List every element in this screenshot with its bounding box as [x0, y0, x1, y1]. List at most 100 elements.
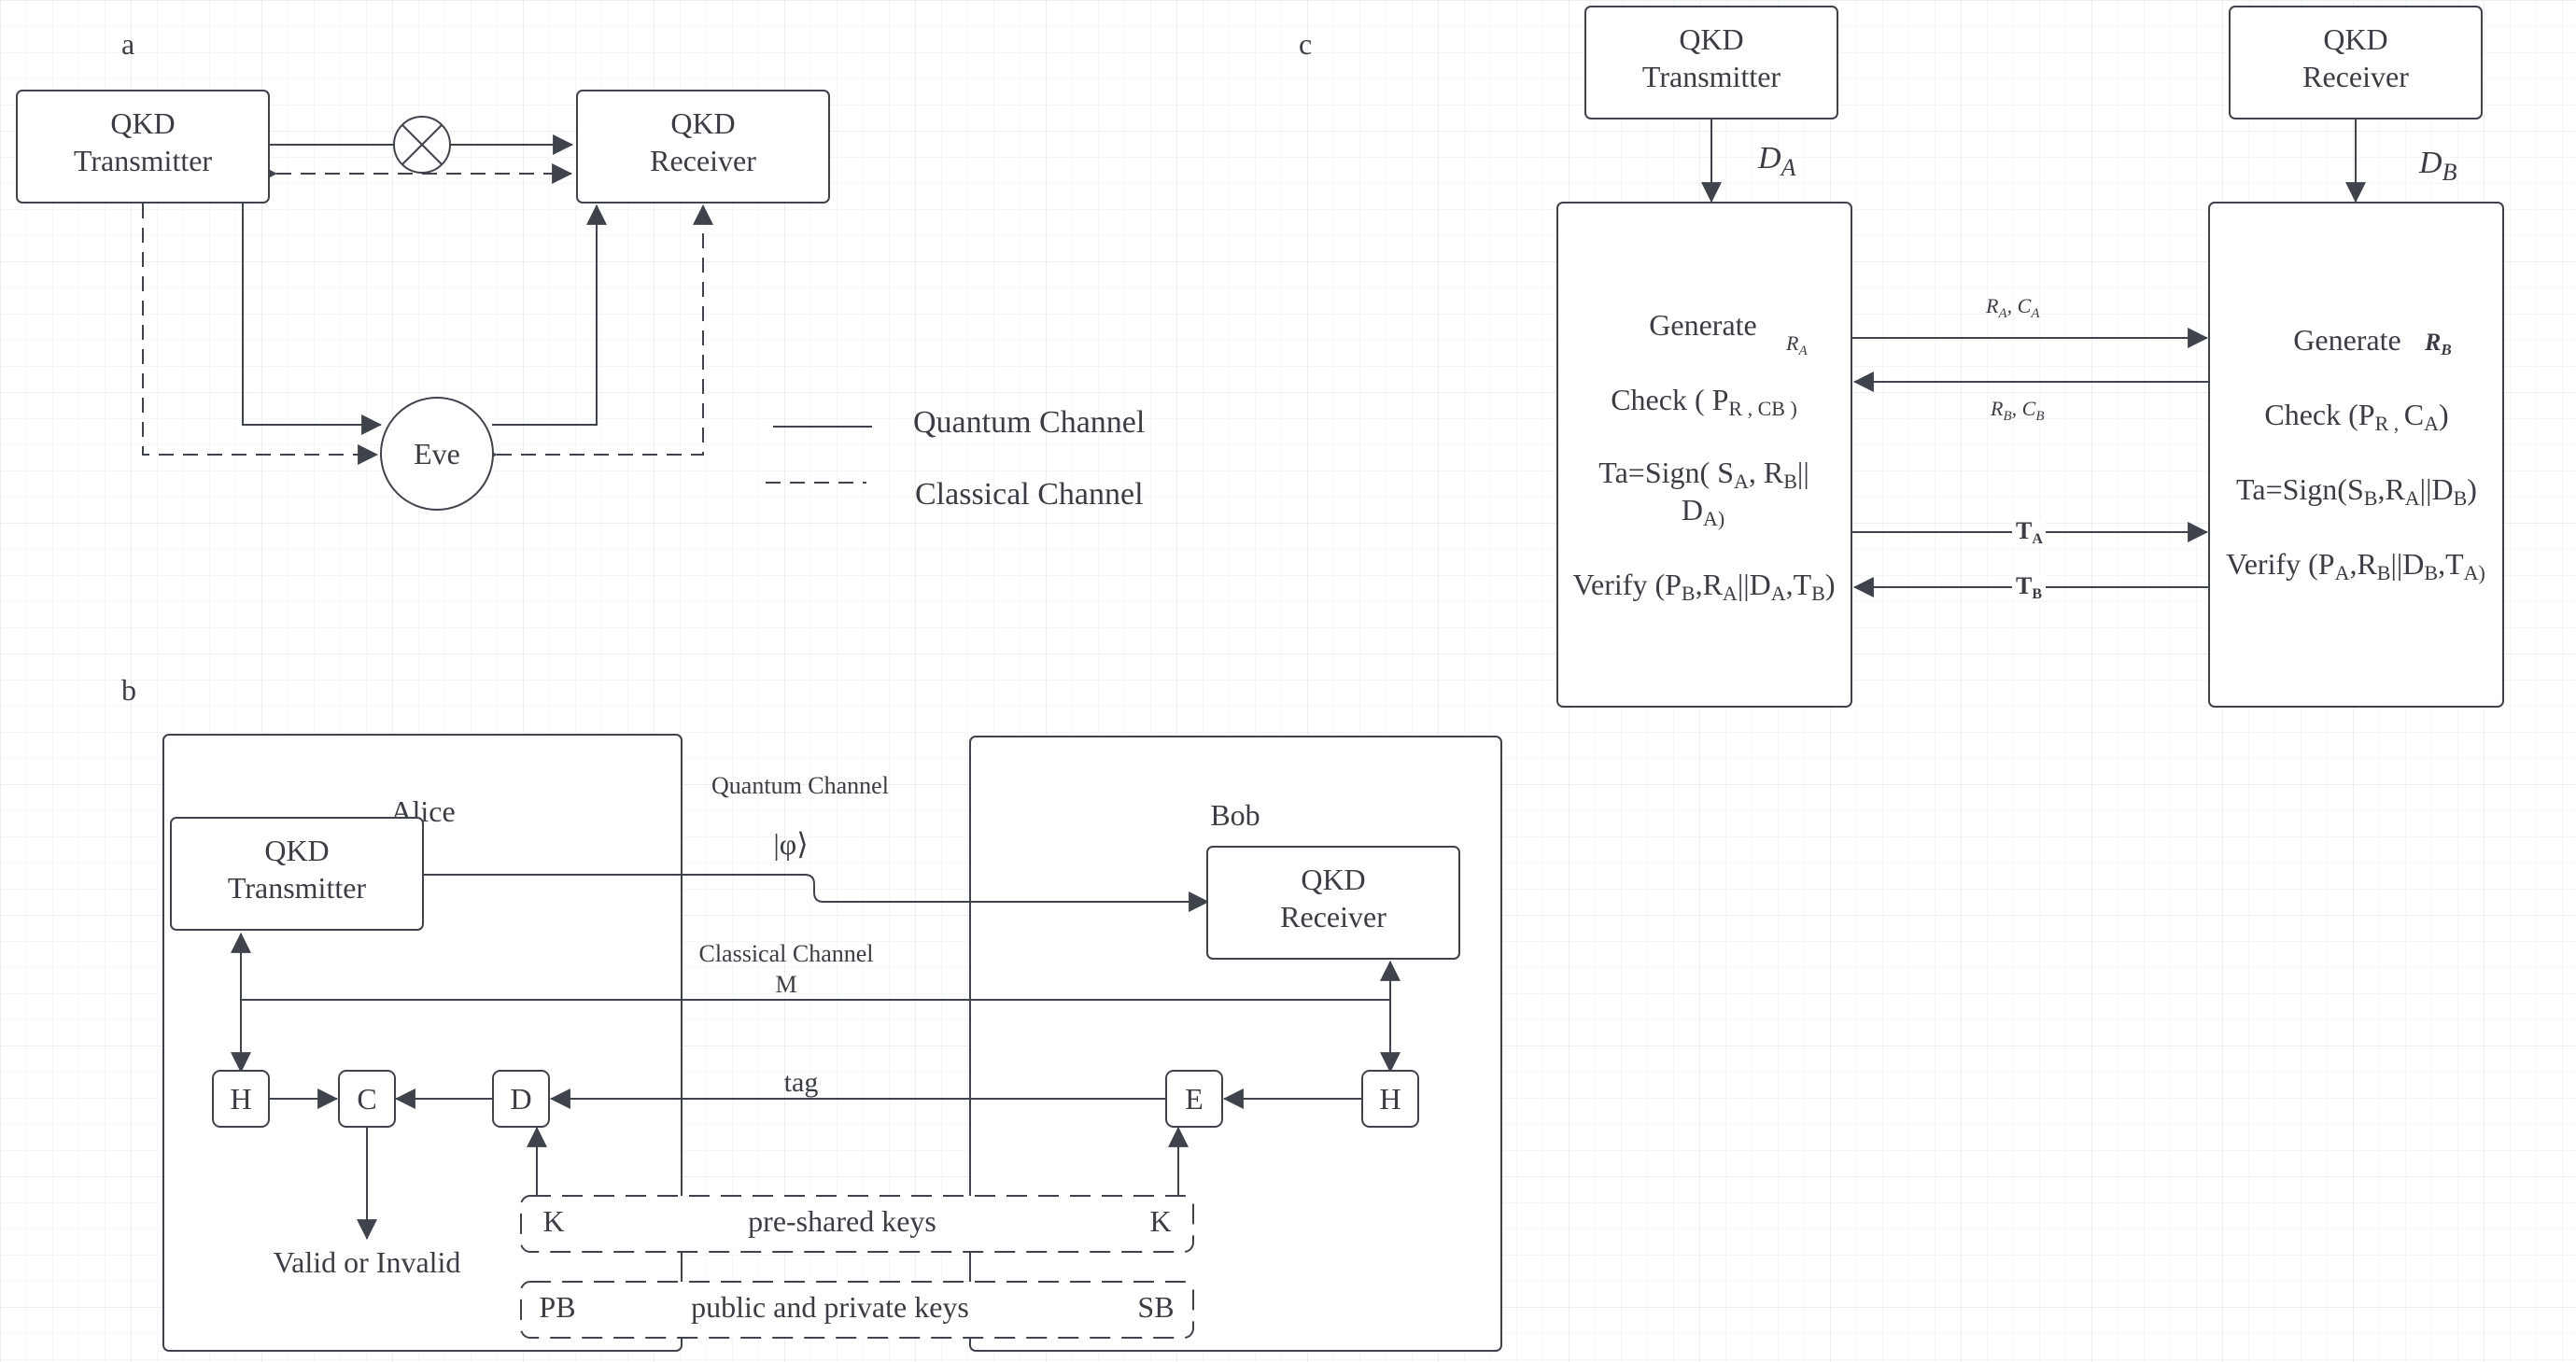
compare-node — [338, 1070, 396, 1128]
bob-process-box — [2208, 202, 2504, 708]
msg-cb: C — [2022, 397, 2036, 420]
alice-generate-var: RA — [1785, 331, 1808, 358]
msg-ca-sub: A — [2030, 306, 2040, 321]
bob-verify-mid1: ,R — [2349, 547, 2377, 581]
classical-link-eve-rx — [477, 204, 713, 465]
alice-verify-mid1: ,R — [1696, 568, 1724, 601]
eve-label: Eve — [414, 437, 460, 470]
alice-process-box — [1556, 202, 1852, 708]
alice-generate-label: Generate — [1649, 308, 1756, 342]
msg-ra-ca-label: RA, CA — [1985, 294, 2040, 321]
quantum-link-eve-to-rx — [492, 204, 607, 426]
qkd-transmitter-label-a-2: Transmitter — [74, 144, 213, 177]
key-d-b-sub: B — [2442, 159, 2457, 186]
bob-verify-label: Verify (PA,RB||DB,TA) — [2226, 547, 2485, 584]
msg-cb-sub: B — [2035, 409, 2044, 424]
hash-node-bob-label: H — [1379, 1082, 1401, 1116]
encrypt-node-label: E — [1185, 1082, 1204, 1116]
alice-sign-label-1: Ta=Sign( SA, RB|| — [1598, 456, 1809, 493]
msg-tb-label: TB — [2016, 572, 2042, 602]
pre-shared-key-alice: K — [542, 1204, 564, 1238]
alice-check-post: ) — [1785, 397, 1797, 420]
bob-sign-label: Ta=Sign(SB,RA||DB) — [2236, 472, 2477, 510]
hash-node-bob — [1361, 1070, 1419, 1128]
msg-ta-sub: A — [2032, 531, 2043, 547]
decrypt-node-label: D — [510, 1082, 531, 1116]
msg-ra-sub: A — [1997, 306, 2007, 321]
bob-label: Bob — [1210, 798, 1260, 832]
msg-rb-sep: , — [2012, 397, 2022, 420]
panel-label-b: b — [121, 673, 136, 707]
bob-verify-s3: B — [2424, 561, 2438, 584]
key-d-b-label: DB — [2418, 146, 2457, 186]
quantum-state-label: |φ⟩ — [773, 827, 808, 861]
bob-verify-s1: A — [2335, 561, 2350, 584]
bob-rb: R — [2424, 329, 2441, 356]
alice-check-s2: B — [1771, 397, 1785, 420]
bob-sign-mid2: ||D — [2420, 472, 2454, 506]
bob-verify-s4: A) — [2464, 561, 2485, 584]
legend-classical-label: Classical Channel — [915, 477, 1144, 512]
decrypt-node — [492, 1070, 550, 1128]
quantum-channel-label: Quantum Channel — [711, 772, 889, 799]
alice-verify-pre: Verify (P — [1572, 568, 1681, 601]
qkd-transmitter-label-b: QKD — [264, 834, 329, 867]
panel-b: b Alice Bob Quantum Channel |φ⟩ QKD Tran… — [121, 673, 1502, 1352]
msg-rb: R — [1990, 397, 2004, 420]
qkd-receiver-label-b-2: Receiver — [1280, 900, 1387, 934]
qkd-transmitter-label-c: QKD — [1679, 22, 1743, 56]
alice-sign2-pre: D — [1682, 493, 1703, 527]
qkd-receiver-label-a-2: Receiver — [650, 144, 756, 177]
bob-sign-mid1: ,R — [2377, 472, 2405, 506]
pre-shared-keys-box — [520, 1195, 1194, 1253]
bob-check-s1: R , — [2375, 412, 2404, 435]
alice-verify-s1: B — [1682, 582, 1696, 605]
bob-generate-var: RB — [2424, 329, 2452, 358]
bob-sign-s2: A — [2405, 486, 2420, 510]
alice-sign-s1: A — [1734, 470, 1749, 493]
panel-a: a QKD Transmitter QKD Receiver Eve Quant… — [16, 27, 1145, 512]
legend-quantum-label: Quantum Channel — [913, 405, 1145, 440]
qkd-receiver-label-b: QKD — [1301, 863, 1365, 896]
msg-ca: C — [2018, 294, 2032, 317]
bob-check-label: Check (PR , CA) — [2264, 398, 2448, 435]
key-d-a-sub: A — [1780, 154, 1796, 181]
bob-verify-mid3: ,T — [2438, 547, 2464, 581]
bob-check-mid1: C — [2404, 398, 2424, 431]
alice-verify-label: Verify (PB,RA||DA,TB) — [1572, 568, 1835, 605]
hash-node-alice-label: H — [230, 1082, 251, 1116]
alice-sign-mid1: , R — [1749, 456, 1784, 489]
alice-sign-s2: B — [1783, 470, 1797, 493]
panel-label-c: c — [1299, 27, 1312, 61]
bob-sign-s1: B — [2364, 486, 2378, 510]
msg-tb-sub: B — [2032, 586, 2042, 602]
msg-ra-sep: , — [2007, 294, 2018, 317]
msg-rb-sub: B — [2003, 409, 2011, 424]
bob-generate-label: Generate — [2293, 323, 2400, 357]
secret-key-bob-label: SB — [1137, 1290, 1174, 1324]
message-label: M — [775, 971, 796, 998]
eve-node — [380, 397, 494, 511]
msg-ra: R — [1985, 294, 1999, 317]
qkd-receiver-label-c-2: Receiver — [2302, 60, 2409, 93]
alice-sign2-s1: A) — [1703, 507, 1724, 530]
pre-shared-keys-label: pre-shared keys — [748, 1204, 936, 1238]
bob-verify-mid2: ||D — [2390, 547, 2424, 581]
alice-verify-mid2: ||D — [1738, 568, 1771, 601]
alice-check-pre: Check ( P — [1611, 383, 1728, 416]
alice-verify-post: ) — [1825, 568, 1836, 601]
key-d-b-main: D — [2418, 146, 2442, 180]
qkd-transmitter-box-a — [16, 90, 270, 204]
hash-node-alice — [212, 1070, 270, 1128]
compare-node-label: C — [357, 1082, 376, 1116]
msg-ta-label: TA — [2016, 517, 2043, 547]
panel-c: c QKD Transmitter QKD Receiver DA DB RA,… — [1299, 6, 2504, 708]
public-private-keys-box — [520, 1281, 1194, 1339]
alice-ra: R — [1785, 331, 1799, 355]
bob-sign-pre: Ta=Sign(S — [2236, 472, 2364, 506]
classical-link-tx-eve — [133, 184, 379, 465]
msg-rb-cb-label: RB, CB — [1990, 397, 2044, 424]
panel-label-a: a — [121, 27, 134, 61]
qkd-receiver-label-a: QKD — [670, 106, 735, 140]
alice-ra-sub: A — [1797, 344, 1808, 358]
